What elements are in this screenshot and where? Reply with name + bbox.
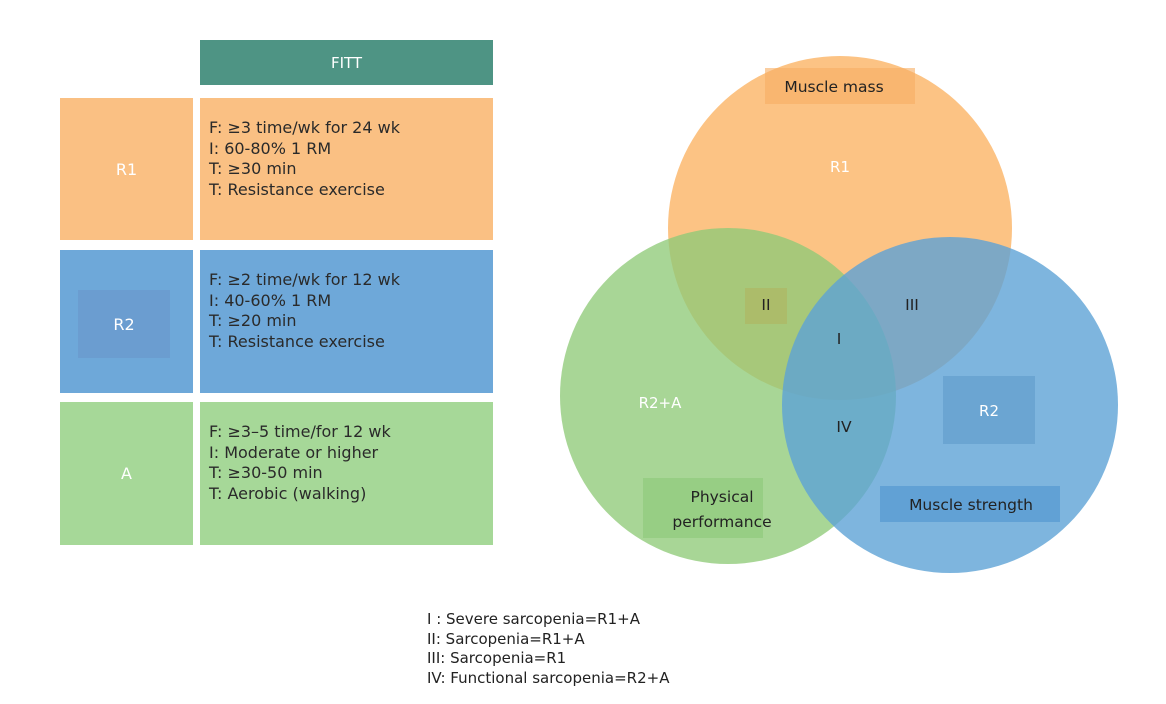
- row-detail-r1: F: ≥3 time/wk for 24 wk I: 60-80% 1 RM T…: [200, 98, 493, 240]
- region-iv: IV: [836, 418, 852, 436]
- muscle-strength-label-box: [880, 486, 1060, 522]
- a-line-intensity: I: Moderate or higher: [209, 442, 379, 462]
- muscle-mass-label-box: [765, 68, 915, 104]
- legend-item-iii: III: Sarcopenia=R1: [427, 649, 567, 667]
- label-muscle-strength: Muscle strength: [909, 496, 1033, 514]
- r2-line-intensity: I: 40-60% 1 RM: [209, 290, 332, 310]
- r2-line-frequency: F: ≥2 time/wk for 12 wk: [209, 270, 400, 289]
- legend-item-i: I : Severe sarcopenia=R1+A: [427, 610, 640, 628]
- row-label-r2: R2: [78, 290, 170, 358]
- label-physical: Physical: [690, 488, 753, 506]
- region-ii-box: [745, 288, 787, 324]
- row-label-a: A: [60, 402, 193, 545]
- legend-item-iv: IV: Functional sarcopenia=R2+A: [427, 668, 670, 687]
- r1-line-time: T: ≥30 min: [209, 159, 297, 178]
- a-line-type: T: Aerobic (walking): [209, 483, 367, 503]
- a-line-frequency: F: ≥3–5 time/for 12 wk: [209, 422, 391, 441]
- physical-performance-label-box: [643, 478, 763, 538]
- r2-line-time: T: ≥20 min: [209, 311, 297, 330]
- row-label-r1: R1: [60, 98, 193, 240]
- legend: I : Severe sarcopenia=R1+A II: Sarcopeni…: [427, 610, 669, 688]
- r1-line-intensity: I: 60-80% 1 RM: [209, 138, 332, 158]
- r1-line-type: T: Resistance exercise: [209, 179, 385, 199]
- row-detail-r2: F: ≥2 time/wk for 12 wk I: 40-60% 1 RM T…: [200, 250, 493, 393]
- fitt-header: FITT: [200, 40, 493, 85]
- r1-line-frequency: F: ≥3 time/wk for 24 wk: [209, 118, 400, 137]
- region-iii: III: [905, 296, 919, 314]
- r2-line-type: T: Resistance exercise: [209, 331, 385, 351]
- region-i: I: [837, 330, 842, 348]
- label-r1-venn: R1: [830, 158, 850, 176]
- a-line-time: T: ≥30-50 min: [209, 463, 323, 482]
- label-r2a-venn: R2+A: [639, 394, 683, 412]
- legend-item-ii: II: Sarcopenia=R1+A: [427, 629, 585, 648]
- row-detail-a: F: ≥3–5 time/for 12 wk I: Moderate or hi…: [200, 402, 493, 545]
- region-ii: II: [761, 296, 770, 314]
- label-muscle-mass: Muscle mass: [784, 78, 883, 96]
- label-r2-venn: R2: [979, 402, 999, 420]
- r2-venn-label-box: [943, 376, 1035, 444]
- label-performance: performance: [672, 513, 771, 531]
